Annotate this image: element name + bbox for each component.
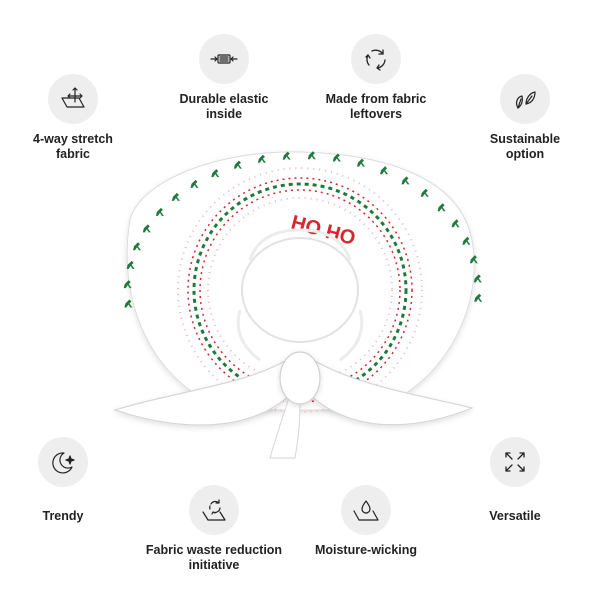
feature-durable-elastic: Durable elastic inside: [144, 34, 304, 122]
stretch-fabric-icon: [48, 74, 98, 124]
feature-label: 4-way stretch fabric: [33, 132, 113, 161]
reindeer-motif: [142, 224, 151, 233]
reindeer-motif: [462, 236, 471, 245]
reindeer-motif: [420, 188, 429, 197]
reindeer-motif: [437, 203, 446, 212]
reindeer-motif: [473, 274, 482, 283]
scrunchie-image: HO HO: [113, 151, 483, 459]
reindeer-motif: [474, 293, 483, 302]
water-drop-icon: [341, 485, 391, 535]
feature-versatile: Versatile: [435, 437, 595, 524]
feature-trendy: Trendy: [0, 437, 143, 524]
reindeer-motif: [332, 153, 341, 162]
recycle-icon: [351, 34, 401, 84]
expand-arrows-icon: [490, 437, 540, 487]
reindeer-motif: [126, 260, 135, 269]
leaves-icon: [500, 74, 550, 124]
reindeer-motif: [401, 176, 410, 185]
reindeer-motif: [307, 151, 316, 160]
reindeer-motif: [211, 169, 220, 178]
compress-arrows-icon: [199, 34, 249, 84]
feature-4-way-stretch: 4-way stretch fabric: [0, 74, 153, 162]
feature-fabric-waste-reduction: Fabric waste reduction initiative: [134, 485, 294, 573]
reindeer-motif: [171, 192, 180, 201]
reindeer-motif: [124, 299, 133, 308]
feature-label: Versatile: [489, 509, 541, 523]
feature-label: Trendy: [42, 509, 84, 523]
reindeer-motif: [155, 207, 164, 216]
reindeer-motif: [451, 219, 460, 228]
reindeer-motif: [133, 242, 141, 251]
reindeer-motif: [257, 154, 266, 163]
feature-label: Made from fabric leftovers: [325, 92, 427, 121]
feature-label: Fabric waste reduction initiative: [145, 543, 283, 572]
reindeer-motif: [190, 179, 199, 188]
reindeer-motif: [123, 280, 132, 289]
feature-label: Durable elastic inside: [179, 92, 269, 121]
reindeer-motif: [380, 166, 389, 175]
feature-moisture-wicking: Moisture-wicking: [286, 485, 446, 558]
reindeer-motif: [357, 158, 365, 167]
feature-label: Moisture-wicking: [314, 543, 418, 557]
sparkle-moon-icon: [38, 437, 88, 487]
feature-fabric-leftovers: Made from fabric leftovers: [296, 34, 456, 122]
recycle-fabric-icon: [189, 485, 239, 535]
reindeer-motif: [282, 151, 291, 160]
reindeer-motif: [233, 160, 242, 169]
reindeer-motif: [469, 255, 478, 264]
feature-label: Sustainable option: [489, 132, 561, 161]
feature-sustainable: Sustainable option: [445, 74, 600, 162]
